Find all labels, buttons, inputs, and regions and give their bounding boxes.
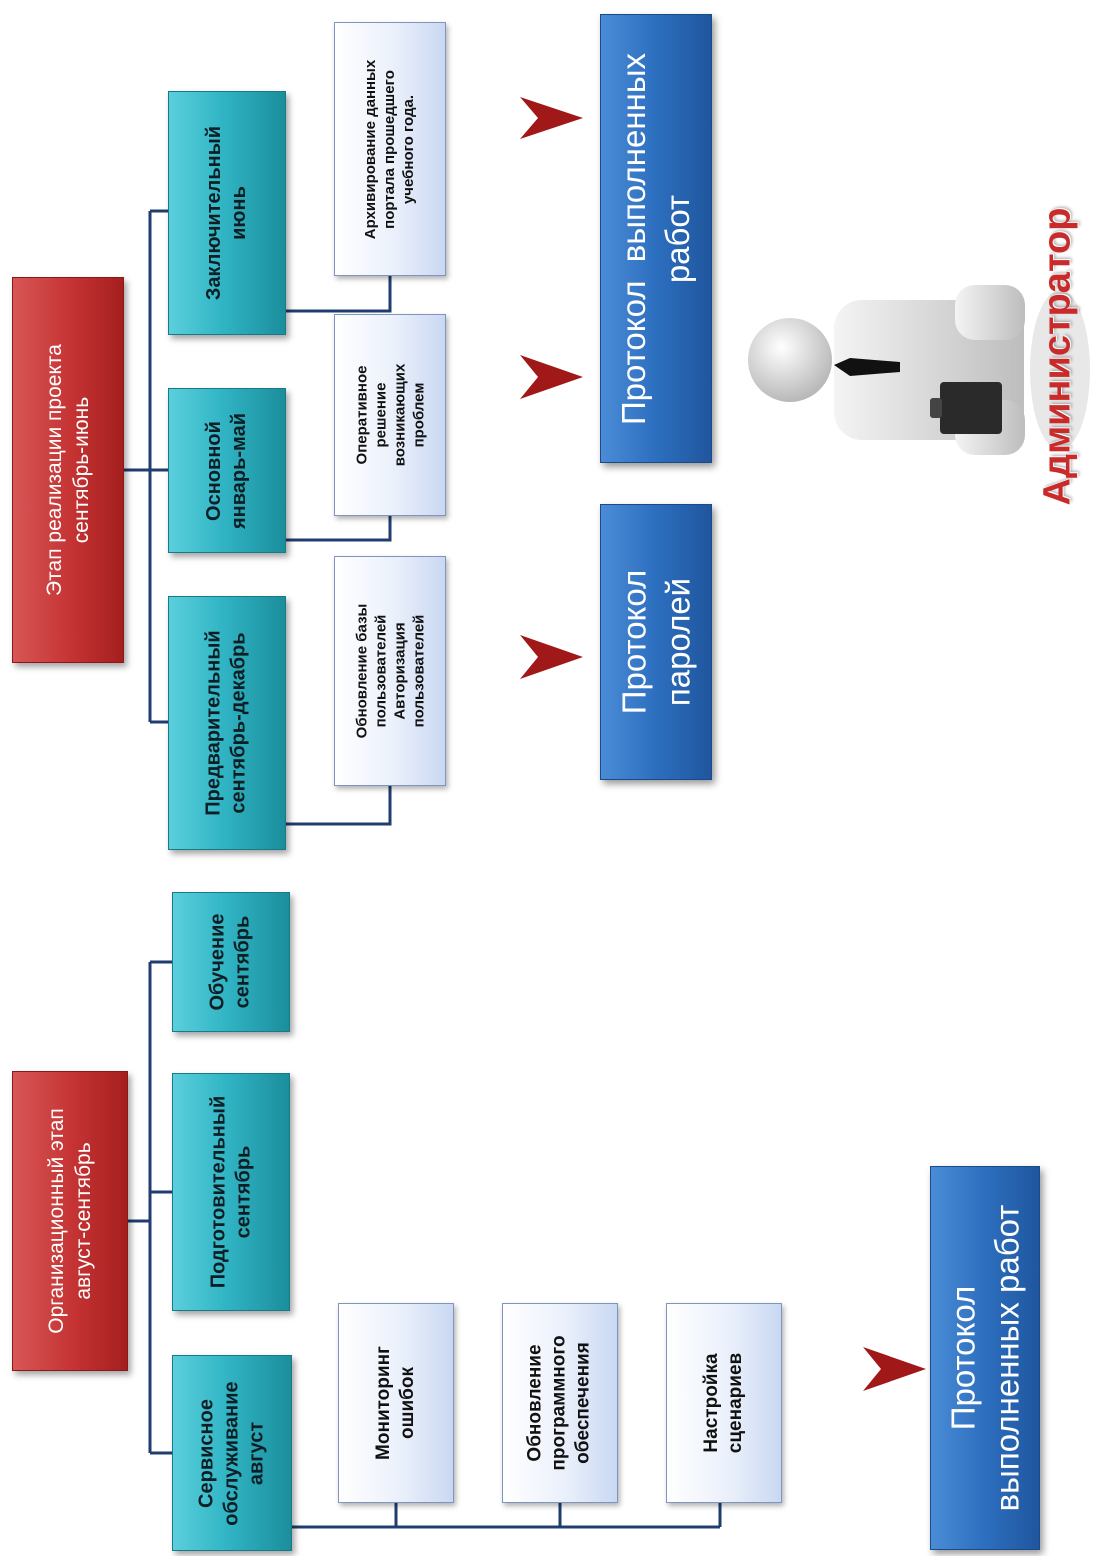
protocol-completed-works-main: Протокол выполненных работ <box>600 14 712 463</box>
task-operational-solving: Оперативное решение возникающих проблем <box>334 314 446 516</box>
phase-service-august: Сервисное обслуживание август <box>172 1355 292 1551</box>
phase-final-june: Заключительный июнь <box>168 91 286 335</box>
stage-realization-title: Этап реализации проекта сентябрь-июнь <box>12 277 124 663</box>
task-archiving: Архивирование данных портала прошедшего … <box>334 22 446 276</box>
task-error-monitoring: Мониторинг ошибок <box>338 1303 454 1503</box>
protocol-passwords: Протокол паролей <box>600 504 712 780</box>
administrator-figure <box>748 285 1090 455</box>
stage-organizational-title: Организационный этап август-сентябрь <box>12 1071 128 1371</box>
task-scenario-setup: Настройка сценариев <box>666 1303 782 1503</box>
phase-main-jan-may: Основной январь-май <box>168 388 286 553</box>
phase-preliminary-sep-dec: Предварительный сентябрь-декабрь <box>168 596 286 850</box>
task-software-update: Обновление программного обеспечения <box>502 1303 618 1503</box>
phase-training-september: Обучение сентябрь <box>172 892 290 1032</box>
arrow-icons <box>520 97 926 1391</box>
protocol-completed-works-org: Протокол выполненных работ <box>930 1166 1040 1550</box>
task-user-db-update: Обновление базы пользователей Авторизаци… <box>334 556 446 786</box>
phase-preparatory-september: Подготовительный сентябрь <box>172 1073 290 1311</box>
administrator-label: Администратор <box>1036 207 1079 505</box>
